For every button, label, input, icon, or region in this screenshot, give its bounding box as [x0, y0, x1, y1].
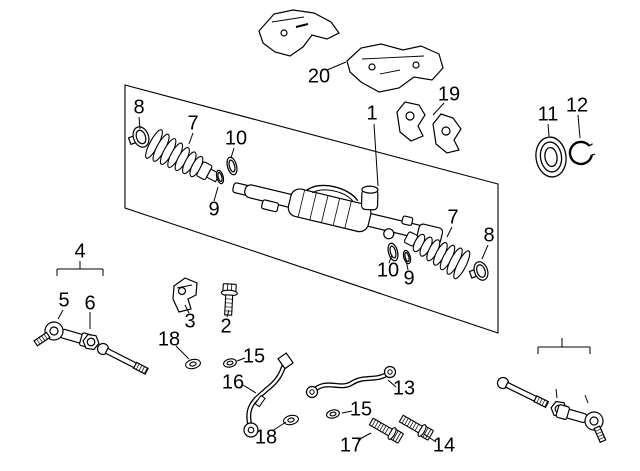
callout-10-left: 10: [224, 127, 248, 150]
callout-16: 16: [221, 371, 245, 394]
washer-15-lower: [326, 409, 340, 419]
mounting-bracket-b: [432, 113, 462, 154]
boot-clamp-right: [468, 261, 489, 281]
callout-7-right: 7: [447, 206, 459, 229]
inner-tie-rod-left: [96, 342, 149, 375]
callout-18-upper: 18: [157, 328, 181, 351]
fluid-line-13: [305, 365, 397, 399]
callout-8-right: 8: [483, 224, 495, 247]
callout-3: 3: [184, 310, 196, 333]
heat-shield-lower: [346, 43, 444, 93]
callout-17: 17: [339, 434, 363, 457]
group-bracket-left: [56, 261, 104, 276]
callout-7-left: 7: [187, 112, 199, 135]
fluid-line-16: [243, 352, 294, 438]
callout-1: 1: [366, 102, 378, 125]
snap-ring: [568, 140, 596, 166]
steering-rack-assembly: [232, 182, 444, 246]
boot-clamp-left: [127, 126, 150, 148]
callout-12: 12: [565, 94, 589, 117]
boot-left: [145, 129, 221, 183]
callout-15-upper: 15: [242, 345, 266, 368]
callout-14: 14: [432, 434, 456, 457]
callout-6-left: 6: [84, 292, 96, 315]
bolt-vertical: [220, 283, 238, 316]
ring-large-right: [387, 242, 399, 262]
group-bracket-right: [537, 338, 591, 354]
callout-2: 2: [220, 315, 232, 338]
inner-tie-rod-right: [496, 376, 550, 409]
tie-rod-end-right: [555, 404, 607, 444]
callout-10-right: 10: [376, 259, 400, 282]
leader-lines: [57, 61, 589, 443]
banjo-bolt-14: [398, 414, 434, 441]
ring-small-right: [402, 249, 412, 265]
boot-right: [403, 231, 471, 280]
callout-11: 11: [537, 103, 559, 126]
callout-18-lower: 18: [254, 426, 278, 449]
callout-5-left: 5: [58, 289, 70, 312]
bracket: [172, 277, 198, 313]
jam-nut-left: [82, 333, 100, 351]
heat-shield-upper: [258, 9, 340, 57]
callout-9-left: 9: [208, 198, 220, 221]
washer-15-upper: [223, 358, 237, 368]
callout-15-lower: 15: [349, 398, 373, 421]
ring-large-left: [226, 156, 238, 176]
callout-4-left: 4: [74, 240, 86, 263]
boundary-box: [124, 84, 499, 334]
washer-18-upper: [185, 358, 201, 370]
bushing: [535, 136, 567, 178]
callout-20: 20: [307, 65, 331, 88]
ring-small-left: [215, 169, 225, 185]
callout-19: 19: [437, 83, 461, 106]
callout-13: 13: [392, 377, 416, 400]
mounting-bracket-a: [396, 101, 426, 142]
tie-rod-end-left: [33, 321, 94, 349]
washer-18-lower: [283, 414, 299, 426]
callout-9-right: 9: [403, 267, 415, 290]
callout-8-left: 8: [133, 96, 145, 119]
banjo-bolt-17: [368, 417, 404, 444]
